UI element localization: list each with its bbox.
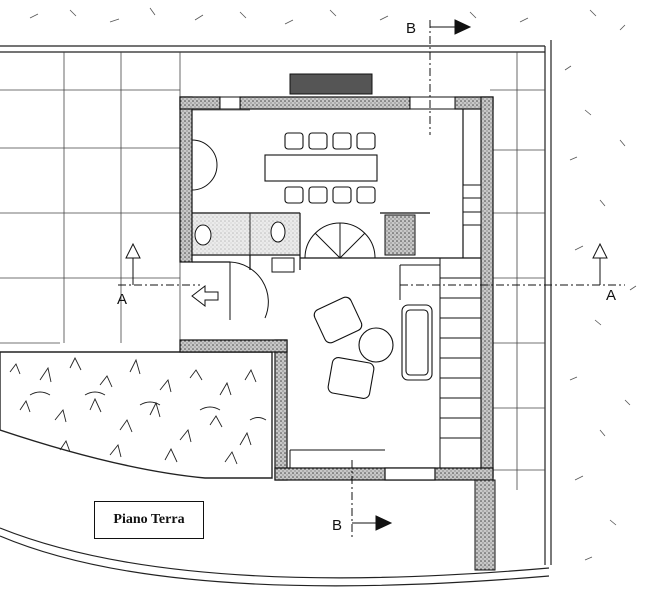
spiral-stair bbox=[304, 214, 416, 259]
doors bbox=[191, 139, 269, 320]
section-a-label-right: A bbox=[606, 287, 616, 304]
section-a-arrows bbox=[125, 242, 608, 285]
section-a-label-left: A bbox=[117, 291, 127, 308]
section-b-arrows bbox=[352, 19, 472, 531]
windows bbox=[219, 73, 456, 110]
property-boundary bbox=[0, 40, 552, 587]
section-b-label-top: B bbox=[406, 20, 416, 37]
house-walls bbox=[179, 96, 494, 481]
living-furniture bbox=[313, 296, 433, 399]
main-staircase bbox=[399, 257, 482, 469]
side-tile-grid bbox=[490, 52, 545, 490]
kitchen-counter bbox=[462, 184, 482, 226]
ground-texture bbox=[29, 7, 637, 561]
dining-table bbox=[264, 132, 378, 204]
section-line-b bbox=[351, 20, 431, 540]
drawing-title: Piano Terra bbox=[94, 501, 204, 539]
front-step bbox=[289, 449, 496, 571]
section-b-label-bottom: B bbox=[332, 517, 342, 534]
bathroom bbox=[191, 212, 301, 273]
garden-vegetation bbox=[0, 351, 273, 479]
